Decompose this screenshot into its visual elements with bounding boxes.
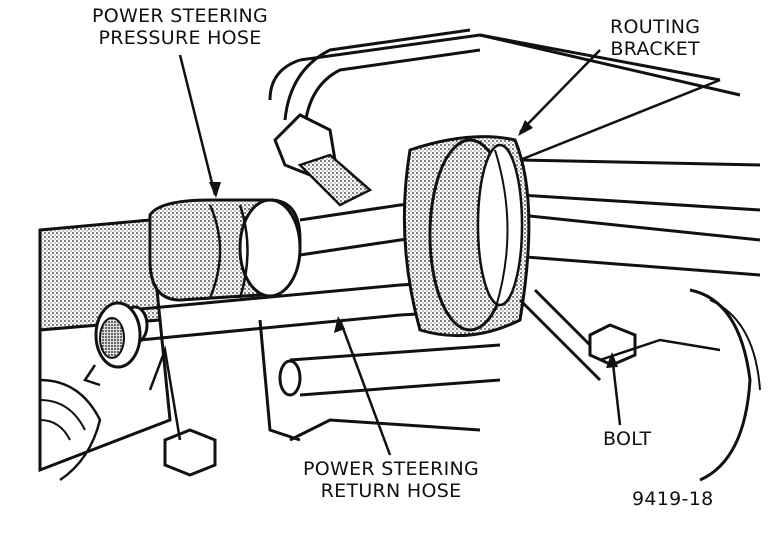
pressure-hose-nut [273, 113, 373, 207]
lower-tube [278, 343, 501, 397]
leader-routing-bracket-2 [519, 78, 721, 162]
lower-left-bolt [148, 345, 217, 477]
hose-clamp [83, 301, 142, 387]
right-side-component [689, 288, 761, 482]
return-hose-callout-line2: RETURN HOSE [320, 480, 462, 502]
steering-gear-housing [38, 218, 172, 482]
pressure-hose-callout-line1: POWER STEERING [92, 5, 269, 27]
routing-bracket-grommet [402, 135, 531, 338]
pressure-hose-callout-line2: PRESSURE HOSE [98, 27, 262, 49]
pressure-hose-fitting [148, 198, 302, 302]
pressure-hose-callout: POWER STEERING PRESSURE HOSE [92, 5, 268, 49]
bracket-bolt [588, 323, 721, 367]
leader-return-hose [338, 319, 392, 456]
leader-routing-bracket-arrow [518, 120, 533, 136]
leader-return-hose-arrow [334, 316, 345, 333]
leader-pressure-hose [178, 54, 217, 196]
routing-bracket-callout-line1: ROUTING [610, 16, 701, 38]
bolt-callout: BOLT [603, 428, 652, 450]
leader-lines [178, 49, 721, 456]
leader-routing-bracket [519, 49, 601, 133]
figure-number: 9419-18 [632, 488, 714, 510]
bracket-support [258, 288, 612, 442]
routing-bracket-callout-line2: BRACKET [610, 38, 700, 60]
leader-pressure-hose-arrow [209, 182, 221, 198]
vehicle-frame-rail [268, 33, 761, 277]
return-hose-callout-line1: POWER STEERING [303, 458, 480, 480]
leader-bolt-arrow [606, 352, 618, 368]
return-hose-callout: POWER STEERING RETURN HOSE [303, 458, 479, 502]
routing-bracket-callout: ROUTING BRACKET [610, 16, 700, 60]
